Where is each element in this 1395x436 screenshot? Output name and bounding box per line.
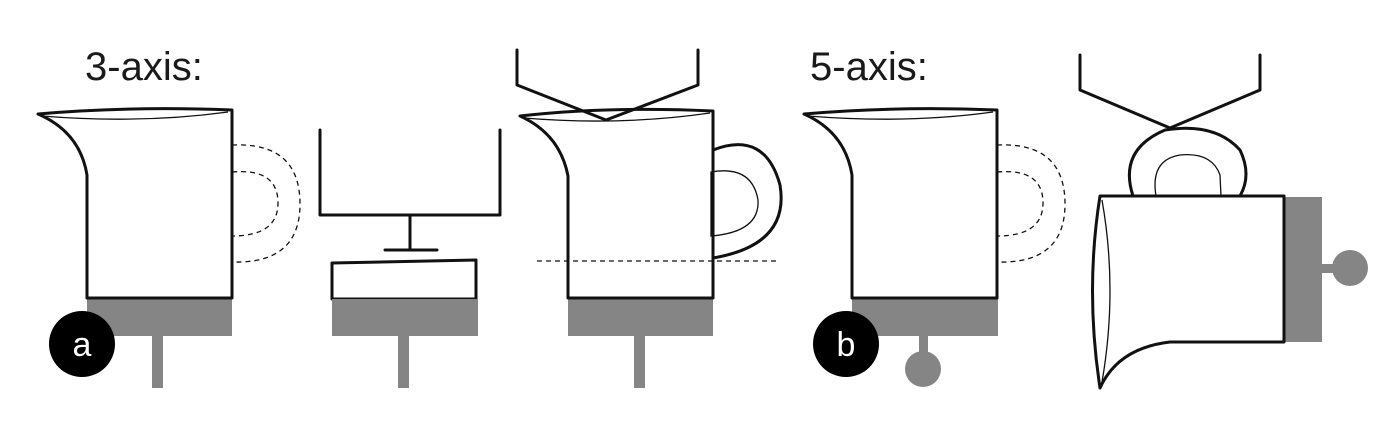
fixture-plate	[852, 298, 998, 336]
jug-gripped	[518, 107, 783, 300]
fixture-block	[332, 299, 478, 388]
jug-rim	[41, 111, 229, 120]
handle-outline-dashed	[231, 144, 301, 263]
jug-body	[1091, 194, 1286, 390]
jug-b	[802, 107, 1066, 300]
fixture-gripped	[568, 299, 713, 388]
fixture-plate	[1284, 197, 1322, 342]
panel-rotated	[1078, 53, 1368, 390]
jug-rim	[807, 111, 994, 120]
five-axis-label: 5-axis:	[810, 45, 928, 89]
jug-body	[518, 107, 715, 300]
tray-outline	[318, 128, 502, 217]
badge-circle	[813, 311, 879, 377]
fixture-b	[852, 298, 998, 387]
jug-rim	[1101, 199, 1111, 383]
fixture-post	[634, 336, 645, 388]
panel-gripped	[515, 48, 783, 388]
jug-rim	[523, 112, 711, 122]
handle-outline-dashed	[996, 144, 1066, 263]
handle-outer	[711, 143, 783, 260]
panel-a: 3-axis: a	[36, 45, 301, 388]
fixture-plate	[568, 299, 713, 336]
tray-stem	[383, 213, 439, 252]
badge-circle	[49, 311, 115, 377]
three-axis-label: 3-axis:	[85, 45, 203, 89]
gripper-tray	[318, 128, 502, 252]
gripper-jaws	[1078, 53, 1262, 130]
badge-letter: b	[837, 326, 856, 364]
fixture-plate	[332, 299, 478, 336]
rotary-knob	[1332, 250, 1368, 286]
gripper-jaws	[515, 48, 700, 122]
jug-body	[36, 107, 234, 300]
handle-hole	[710, 170, 759, 237]
panel-block	[318, 128, 502, 388]
fixture-rotated	[1284, 197, 1368, 342]
badge-b: b	[813, 311, 879, 377]
fixture-post	[398, 336, 409, 388]
panel-b: 5-axis: b	[802, 45, 1066, 387]
handle-outer	[1127, 126, 1248, 198]
handle-inner-dashed	[996, 170, 1044, 237]
handle-inner-dashed	[231, 170, 279, 237]
rotary-knob	[905, 351, 941, 387]
fixture-post	[152, 336, 163, 388]
jug-rotated	[1091, 126, 1286, 390]
fixture-post	[919, 336, 928, 362]
badge-letter: a	[73, 326, 92, 364]
badge-a: a	[49, 311, 115, 377]
handle-hole	[1154, 154, 1222, 197]
jug-a	[36, 107, 301, 300]
workpiece-block	[330, 258, 478, 301]
jug-body	[802, 107, 999, 300]
